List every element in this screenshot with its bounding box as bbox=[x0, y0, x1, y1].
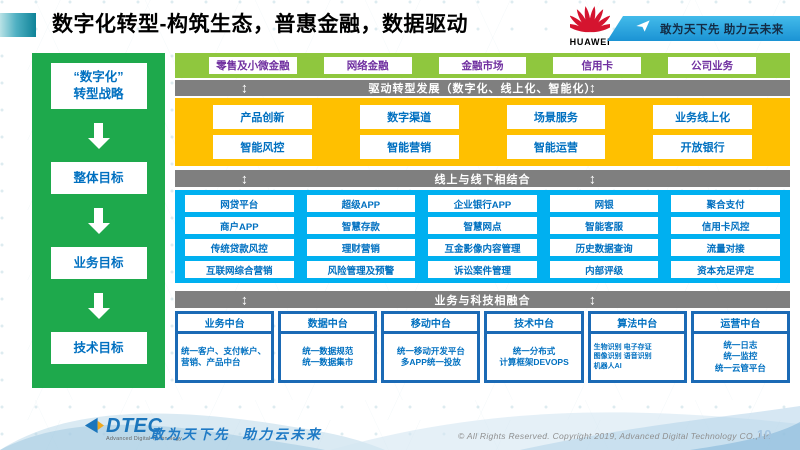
flow-step-digital-strategy: “数字化” 转型战略 bbox=[50, 63, 147, 109]
down-arrow-icon bbox=[87, 122, 110, 149]
huawei-logo: HUAWEI bbox=[564, 3, 616, 47]
capability-box: 开放银行 bbox=[653, 135, 752, 159]
middle-platform-title: 技术中台 bbox=[487, 314, 581, 331]
platform-box: 历史数据查询 bbox=[549, 239, 659, 256]
platform-box: 内部评级 bbox=[549, 261, 659, 278]
platform-box: 诉讼案件管理 bbox=[428, 261, 537, 278]
platform-box: 网银 bbox=[549, 195, 659, 212]
flow-step-business-goal: 业务目标 bbox=[50, 247, 147, 279]
platform-box: 传统贷款风控 bbox=[185, 239, 294, 256]
updown-arrow-icon: ↕ bbox=[589, 290, 596, 307]
capability-section: 产品创新 数字渠道 场景服务 业务线上化 智能风控 智能营销 智能运营 开放银行 bbox=[175, 98, 790, 166]
huawei-brand-text: HUAWEI bbox=[569, 37, 611, 47]
capability-box: 业务线上化 bbox=[653, 105, 752, 129]
middle-platform-desc: 统一客户、支付帐户、营销、产品中台 bbox=[178, 334, 272, 380]
ribbon-slogan: 敢为天下先 助力云未来 bbox=[660, 23, 784, 36]
capability-box: 数字渠道 bbox=[359, 105, 459, 129]
banner-drive-transformation: ↕ 驱动转型发展（数字化、线上化、智能化） ↕ bbox=[175, 79, 790, 96]
down-arrow-icon bbox=[87, 292, 110, 319]
huawei-flower-icon bbox=[564, 6, 616, 37]
updown-arrow-icon: ↕ bbox=[241, 290, 248, 307]
updown-arrow-icon: ↕ bbox=[589, 79, 596, 96]
platform-box: 流量对接 bbox=[671, 239, 780, 256]
middle-platform-column: 运营中台 统一日志 统一监控 统一云管平台 bbox=[690, 311, 790, 383]
middle-platform-title: 算法中台 bbox=[590, 314, 684, 331]
middle-platform-column: 算法中台 生物识别 电子存证 图像识别 语音识别 机器人AI bbox=[587, 311, 687, 383]
platform-section: 网贷平台 超级APP 企业银行APP 网银 聚合支付 商户APP 智慧存款 智慧… bbox=[175, 190, 790, 283]
middle-platform-column: 技术中台 统一分布式 计算框架DEVOPS bbox=[484, 311, 584, 383]
banner-online-offline-label: 线上与线下相结合 bbox=[434, 173, 531, 186]
platform-box: 智慧网点 bbox=[428, 217, 537, 234]
middle-platform-column: 移动中台 统一移动开发平台 多APP统一投放 bbox=[381, 311, 481, 383]
middle-platform-title: 业务中台 bbox=[178, 314, 272, 331]
strategy-flow-panel: “数字化” 转型战略 整体目标 业务目标 技术目标 bbox=[32, 53, 165, 388]
platform-box: 资本充足评定 bbox=[671, 261, 780, 278]
updown-arrow-icon: ↕ bbox=[241, 79, 248, 96]
banner-tech-fusion-label: 业务与科技相融合 bbox=[434, 294, 531, 307]
platform-box: 网贷平台 bbox=[185, 195, 294, 212]
paper-plane-icon bbox=[635, 18, 651, 39]
footer-copyright: © All Rights Reserved. Copyright 2019, A… bbox=[458, 431, 771, 441]
business-segment-box: 零售及小微金融 bbox=[209, 57, 297, 74]
banner-drive-label: 驱动转型发展（数字化、线上化、智能化） bbox=[368, 83, 597, 95]
down-arrow-icon bbox=[87, 207, 110, 234]
middle-platform-desc: 统一数据规范 统一数据集市 bbox=[281, 334, 375, 380]
platform-box: 智能客服 bbox=[549, 217, 659, 234]
platform-box: 商户APP bbox=[185, 217, 294, 234]
dtec-logo-mark-icon bbox=[84, 416, 104, 439]
middle-platform-section: 业务中台 统一客户、支付帐户、营销、产品中台 数据中台 统一数据规范 统一数据集… bbox=[175, 311, 790, 383]
capability-box: 产品创新 bbox=[213, 105, 312, 129]
middle-platform-column: 数据中台 统一数据规范 统一数据集市 bbox=[278, 311, 378, 383]
banner-online-offline: ↕ 线上与线下相结合 ↕ bbox=[175, 170, 790, 187]
platform-box: 聚合支付 bbox=[671, 195, 780, 212]
platform-box: 企业银行APP bbox=[428, 195, 537, 212]
flow-step-overall-goal: 整体目标 bbox=[50, 162, 147, 194]
platform-box: 智慧存款 bbox=[306, 217, 416, 234]
page-title: 数字化转型-构筑生态，普惠金融，数据驱动 bbox=[52, 13, 468, 36]
updown-arrow-icon: ↕ bbox=[241, 169, 248, 186]
platform-box: 超级APP bbox=[306, 195, 416, 212]
capability-box: 智能运营 bbox=[506, 135, 606, 159]
dtec-logo: DTEC Advanced Digital Technology bbox=[84, 416, 182, 443]
slogan-ribbon: 敢为天下先 助力云未来 bbox=[607, 16, 800, 41]
flow-step-tech-goal: 技术目标 bbox=[50, 332, 147, 364]
dtec-logo-text: DTEC bbox=[106, 415, 163, 437]
footer-slogan: 敢为天下先 助力云未来 bbox=[150, 427, 323, 442]
business-segment-box: 网络金融 bbox=[323, 57, 412, 74]
platform-box: 互联网综合营销 bbox=[185, 261, 294, 278]
business-segment-box: 金融市场 bbox=[438, 57, 527, 74]
middle-platform-title: 运营中台 bbox=[693, 314, 787, 331]
middle-platform-column: 业务中台 统一客户、支付帐户、营销、产品中台 bbox=[175, 311, 275, 383]
banner-tech-fusion: ↕ 业务与科技相融合 ↕ bbox=[175, 291, 790, 308]
title-accent-bar bbox=[0, 13, 36, 37]
business-segment-box: 公司业务 bbox=[668, 57, 756, 74]
platform-box: 互金影像内容管理 bbox=[428, 239, 537, 256]
capability-box: 智能营销 bbox=[359, 135, 459, 159]
capability-box: 场景服务 bbox=[506, 105, 606, 129]
dtec-logo-subtext: Advanced Digital Technology bbox=[106, 436, 182, 442]
platform-box: 信用卡风控 bbox=[671, 217, 780, 234]
middle-platform-title: 移动中台 bbox=[384, 314, 478, 331]
middle-platform-desc: 统一分布式 计算框架DEVOPS bbox=[487, 334, 581, 380]
business-segment-box: 信用卡 bbox=[553, 57, 642, 74]
capability-box: 智能风控 bbox=[213, 135, 312, 159]
platform-box: 理财营销 bbox=[306, 239, 416, 256]
middle-platform-desc: 统一日志 统一监控 统一云管平台 bbox=[693, 334, 787, 380]
middle-platform-desc: 生物识别 电子存证 图像识别 语音识别 机器人AI bbox=[590, 334, 684, 380]
platform-box: 风险管理及预警 bbox=[306, 261, 416, 278]
middle-platform-desc: 统一移动开发平台 多APP统一投放 bbox=[384, 334, 478, 380]
middle-platform-title: 数据中台 bbox=[281, 314, 375, 331]
page-number: 10 bbox=[757, 427, 772, 442]
business-segments-row: 零售及小微金融 网络金融 金融市场 信用卡 公司业务 bbox=[175, 53, 790, 78]
updown-arrow-icon: ↕ bbox=[589, 169, 596, 186]
